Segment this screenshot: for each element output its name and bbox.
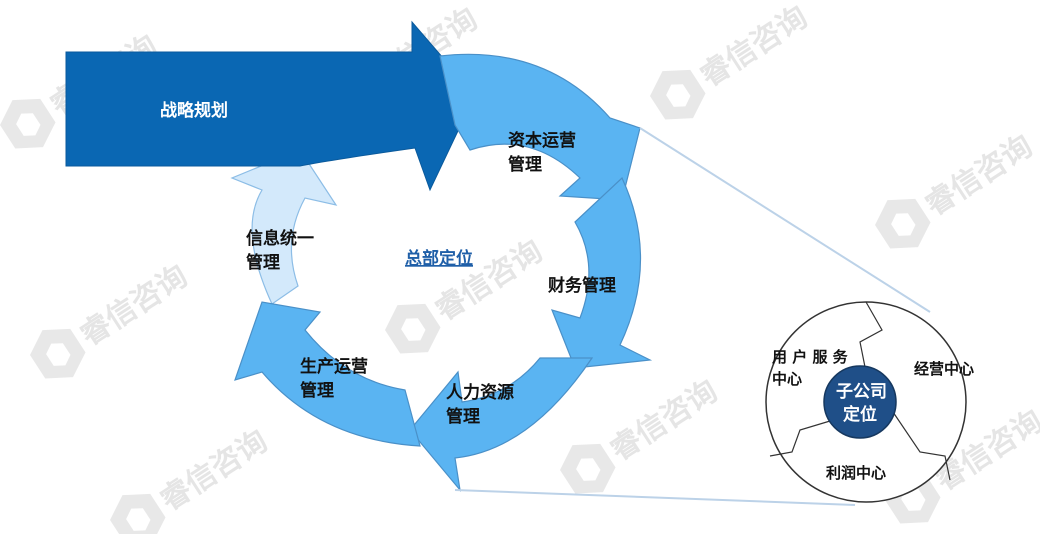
connector-line-bottom [454,489,856,506]
watermark-text: 睿信咨询 [154,424,274,519]
strategy-label: 战略规划 [160,100,228,121]
watermark-logo-icon [0,98,56,149]
watermark-logo-icon [385,303,441,354]
cycle-segment-finance [550,176,653,369]
production-label-line1: 生产运营 [300,356,368,377]
watermark-text: 睿信咨询 [429,234,549,329]
cycle-segment-info [230,149,338,305]
subsidiary-divider-right [892,411,951,481]
watermark-logo-icon [560,443,616,494]
hr-label-line2: 管理 [446,406,480,427]
watermark-logo-icon [875,198,931,249]
capital-label-line2: 管理 [508,154,542,175]
cycle-segment-production [234,301,421,447]
watermark-text: 睿信咨询 [604,374,724,469]
subsidiary-center-circle [823,365,897,439]
cycle-segment-capital [439,53,641,201]
watermark-text: 睿信咨询 [694,0,814,94]
connector-line-top [639,127,931,313]
finance-label-line1: 财务管理 [547,275,616,296]
watermark-logo-icon [30,328,86,379]
info-label-line1: 信息统一 [246,228,314,249]
subsidiary-divider-left [769,417,841,457]
subsidiary-center-line1: 子公司 [836,382,887,402]
subsidiary-center-line2: 定位 [843,404,877,425]
user-service-line2: 中心 [772,370,802,388]
production-label-line2: 管理 [300,380,334,401]
center-label: 总部定位 [405,248,473,269]
cycle-segment-hr [409,357,594,493]
info-label-line2: 管理 [246,252,280,273]
subsidiary-diagram: 子公司 定位 用 户 服 务 中心 经营中心 利润中心 [765,301,974,503]
watermark-logo-icon [650,69,706,120]
hr-label-line1: 人力资源 [446,382,514,403]
profit-center-label: 利润中心 [826,464,886,482]
watermark-logo-icon [110,493,166,534]
business-center-label: 经营中心 [914,360,974,378]
watermark-text: 睿信咨询 [74,259,194,354]
subsidiary-divider-top [859,301,883,373]
watermark-text: 睿信咨询 [919,129,1039,224]
user-service-line1: 用 户 服 务 [772,348,849,366]
capital-label-line1: 资本运营 [508,130,576,151]
